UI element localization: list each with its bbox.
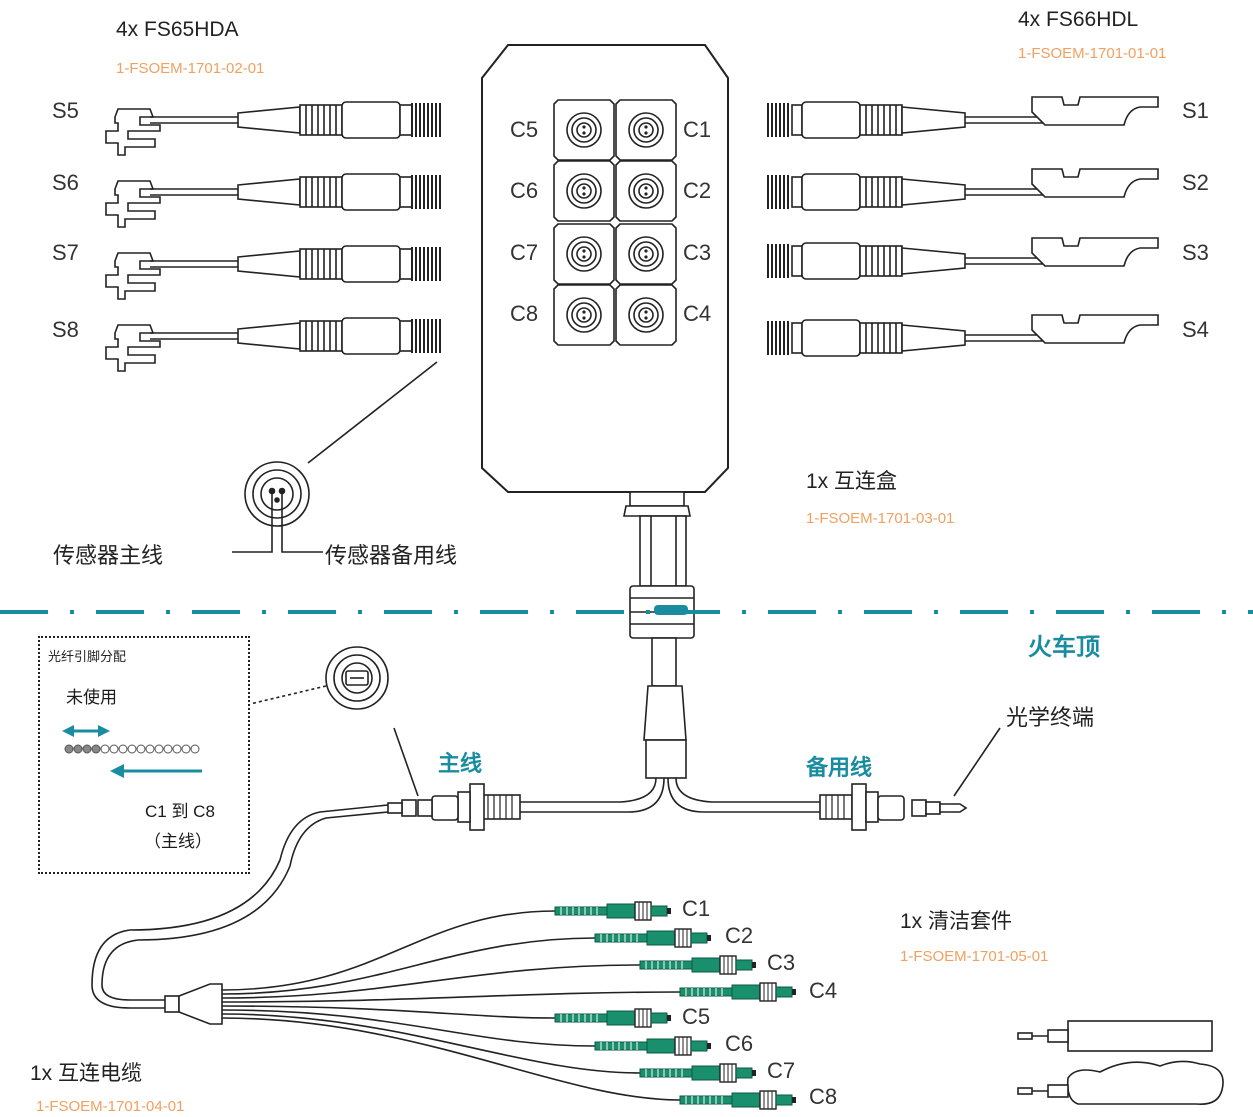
sensor-main-line-label: 传感器主线 xyxy=(53,543,164,568)
legend-unused: 未使用 xyxy=(66,688,117,707)
fanout-label-c3: C3 xyxy=(767,950,796,975)
fiber-connector-c3 xyxy=(639,955,757,975)
port-c2 xyxy=(615,160,677,222)
fiber-pin-legend xyxy=(38,636,250,874)
cleaning-kit-part: 1-FSOEM-1701-05-01 xyxy=(900,948,1049,965)
port-c8 xyxy=(553,284,615,346)
fiber-connector-c4 xyxy=(679,982,797,1002)
sensor-connector-detail xyxy=(244,461,310,527)
sensor-s2 xyxy=(767,168,1159,211)
fiber-connector-c5 xyxy=(554,1008,672,1028)
label-s8: S8 xyxy=(52,317,79,342)
main-line-label: 主线 xyxy=(438,751,483,776)
fiber-connector-c8 xyxy=(679,1090,797,1110)
cable-title: 1x 互连电缆 xyxy=(30,1062,143,1085)
legend-c1-c8: C1 到 C8 xyxy=(145,802,215,821)
sensor-s5 xyxy=(105,101,441,156)
main-bulkhead xyxy=(387,783,521,831)
sensor-s8 xyxy=(105,317,441,372)
trunk-cable xyxy=(520,777,820,813)
fanout-fibers xyxy=(221,910,681,1101)
legend-fiber-dots xyxy=(64,744,200,754)
fiber-connector-c6 xyxy=(594,1036,712,1056)
legend-main: （主线） xyxy=(144,832,212,851)
fanout-boot xyxy=(164,983,223,1025)
cleaning-kit xyxy=(1017,1020,1224,1106)
train-roof-label: 火车顶 xyxy=(1028,634,1100,661)
sensors-b-title: 4x FS66HDL xyxy=(1018,8,1139,31)
box-title: 1x 互连盒 xyxy=(806,470,898,493)
fanout-label-c6: C6 xyxy=(725,1031,754,1056)
sensors-a-title: 4x FS65HDA xyxy=(116,18,239,41)
fanout-label-c1: C1 xyxy=(682,896,711,921)
box-label-c5: C5 xyxy=(510,117,539,142)
port-c7 xyxy=(553,223,615,285)
backup-line-label: 备用线 xyxy=(806,755,873,780)
box-label-c8: C8 xyxy=(510,301,539,326)
sensors-a-part: 1-FSOEM-1701-02-01 xyxy=(116,60,265,77)
cable-part: 1-FSOEM-1701-04-01 xyxy=(36,1098,185,1115)
label-s6: S6 xyxy=(52,170,79,195)
box-label-c2: C2 xyxy=(683,178,712,203)
legend-title: 光纤引脚分配 xyxy=(48,649,127,664)
box-cable-gland xyxy=(623,491,695,779)
fanout-label-c2: C2 xyxy=(725,923,754,948)
box-part: 1-FSOEM-1701-03-01 xyxy=(806,510,955,527)
box-label-c1: C1 xyxy=(683,117,712,142)
fiber-connector-c1 xyxy=(554,901,672,921)
box-label-c3: C3 xyxy=(683,240,712,265)
port-c4 xyxy=(615,284,677,346)
label-s7: S7 xyxy=(52,240,79,265)
fanout-label-c7: C7 xyxy=(767,1058,796,1083)
sensor-backup-line-label: 传感器备用线 xyxy=(325,543,458,568)
sensors-b-part: 1-FSOEM-1701-01-01 xyxy=(1018,45,1167,62)
sensor-s1 xyxy=(767,96,1159,139)
fanout-label-c8: C8 xyxy=(809,1084,838,1109)
port-c1 xyxy=(615,99,677,161)
main-connector-detail xyxy=(325,646,389,710)
box-label-c4: C4 xyxy=(683,301,712,326)
sensor-s6 xyxy=(105,173,441,228)
fiber-connector-c7 xyxy=(639,1063,757,1083)
box-label-c6: C6 xyxy=(510,178,539,203)
sensor-s7 xyxy=(105,245,441,300)
fanout-label-c5: C5 xyxy=(682,1004,711,1029)
box-label-c7: C7 xyxy=(510,240,539,265)
legend-arrows xyxy=(62,725,202,778)
label-s3: S3 xyxy=(1182,240,1209,265)
port-c3 xyxy=(615,223,677,285)
sensor-s4 xyxy=(767,314,1159,357)
sensor-s3 xyxy=(767,237,1159,280)
label-s4: S4 xyxy=(1182,317,1209,342)
fiber-connector-c2 xyxy=(594,928,712,948)
label-s2: S2 xyxy=(1182,170,1209,195)
fanout-label-c4: C4 xyxy=(809,978,838,1003)
optical-terminal-label: 光学终端 xyxy=(1006,705,1095,730)
port-c5 xyxy=(553,99,615,161)
port-c6 xyxy=(553,160,615,222)
connector-leaders xyxy=(232,361,438,553)
label-s5: S5 xyxy=(52,98,79,123)
interconnect-cable xyxy=(91,804,389,1009)
cleaning-kit-title: 1x 清洁套件 xyxy=(900,910,1013,933)
backup-bulkhead xyxy=(819,783,968,831)
label-s1: S1 xyxy=(1182,98,1209,123)
